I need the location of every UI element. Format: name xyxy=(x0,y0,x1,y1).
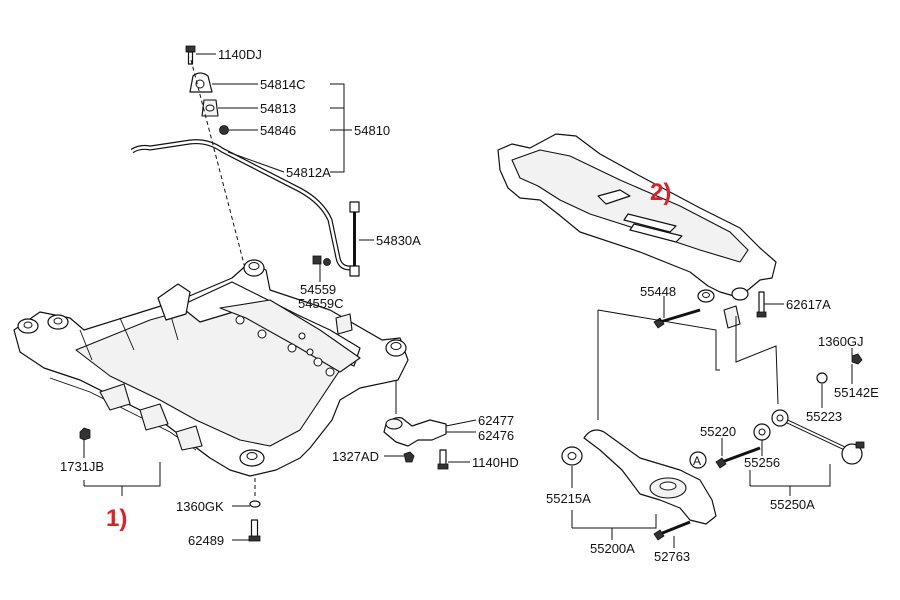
nut-1327ad xyxy=(403,451,415,463)
label-54559c: 54559C xyxy=(298,296,344,311)
label-1140dj: 1140DJ xyxy=(218,47,262,62)
label-55220: 55220 xyxy=(700,424,736,439)
label-55448: 55448 xyxy=(640,284,676,299)
part-labels: 1140DJ 54814C 54813 54846 54810 54812A 5… xyxy=(60,47,879,564)
label-circle-a: A xyxy=(693,454,701,468)
label-1360gj: 1360GJ xyxy=(818,334,864,349)
label-62617a: 62617A xyxy=(786,297,831,312)
bolt-1140hd xyxy=(437,449,449,470)
label-54559: 54559 xyxy=(300,282,336,297)
bolt-52763 xyxy=(653,520,691,541)
nut-54846 xyxy=(219,125,229,135)
lower-control-arm xyxy=(561,429,717,541)
label-54812a: 54812A xyxy=(286,165,331,180)
label-1360gk: 1360GK xyxy=(176,499,224,514)
nut-54559 xyxy=(312,255,331,266)
bushing-54813 xyxy=(201,99,219,117)
engine-mount-bracket xyxy=(383,380,449,470)
washer-1360gk xyxy=(249,478,261,508)
label-62477: 62477 xyxy=(478,413,514,428)
bolt-62617a xyxy=(756,291,767,318)
label-54830a: 54830A xyxy=(376,233,421,248)
label-55215a: 55215A xyxy=(546,491,591,506)
label-1731jb: 1731JB xyxy=(60,459,104,474)
bushing-55256 xyxy=(753,423,771,441)
bolt-1731jb xyxy=(79,427,91,441)
bolt-62489 xyxy=(248,519,261,542)
label-55200a: 55200A xyxy=(590,541,635,556)
callout-1: 1) xyxy=(106,505,127,532)
label-54814c: 54814C xyxy=(260,77,306,92)
label-52763: 52763 xyxy=(654,549,690,564)
leader-lines xyxy=(83,53,853,548)
center-rear-bushing xyxy=(239,259,407,467)
bolt-55448 xyxy=(653,308,701,329)
label-62489: 62489 xyxy=(188,533,224,548)
stabilizer-bar-assembly xyxy=(130,45,360,277)
label-54813: 54813 xyxy=(260,101,296,116)
label-1140hd: 1140HD xyxy=(472,455,519,470)
label-55256: 55256 xyxy=(744,455,780,470)
bolt-1140dj xyxy=(185,45,196,65)
stabilizer-link-54830a xyxy=(349,201,360,277)
reference-circle-a xyxy=(689,451,707,469)
left-front-bushing xyxy=(17,314,69,334)
label-54810: 54810 xyxy=(354,123,390,138)
front-subframe xyxy=(13,259,409,542)
bushing-55215a xyxy=(561,446,583,466)
label-54846: 54846 xyxy=(260,123,296,138)
bolt-55220 xyxy=(715,446,761,469)
label-55250a: 55250A xyxy=(770,497,815,512)
callout-2: 2) xyxy=(650,179,671,206)
label-55142e: 55142E xyxy=(834,385,879,400)
label-62476: 62476 xyxy=(478,428,514,443)
label-55223: 55223 xyxy=(806,409,842,424)
bracket-54814c xyxy=(189,72,213,93)
rear-crossmember xyxy=(497,133,779,420)
label-1327ad: 1327AD xyxy=(332,449,379,464)
nut-55142e xyxy=(851,353,863,365)
